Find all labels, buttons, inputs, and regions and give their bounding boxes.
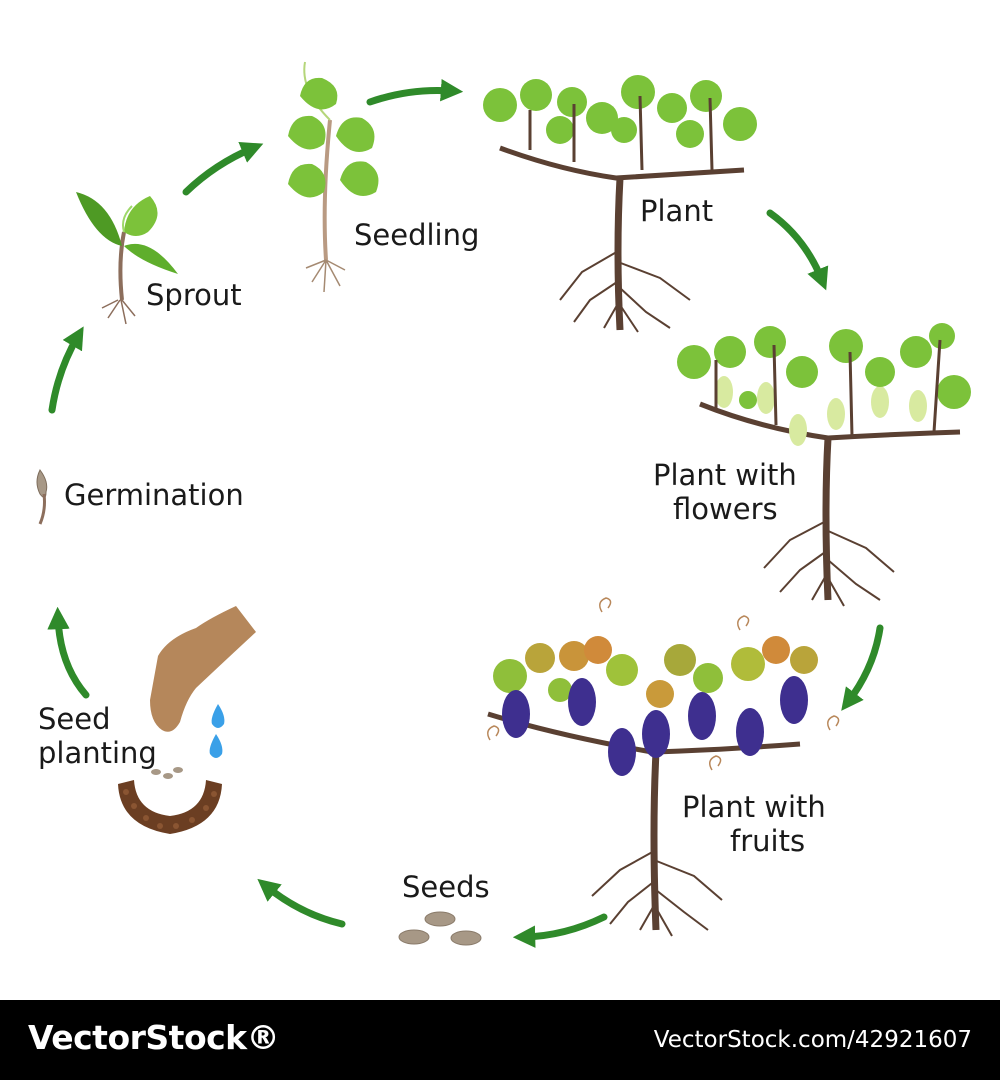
label-seeds: Seeds — [402, 870, 490, 904]
label-plant-text: Plant — [640, 194, 714, 228]
label-germination: Germination — [64, 478, 244, 512]
label-planting-line2: planting — [38, 736, 157, 770]
sprout-plant-icon — [76, 192, 178, 325]
germinating-seed-icon — [36, 469, 48, 525]
arrow-planting-to-germination — [47, 606, 90, 699]
seedling-plant-icon — [288, 61, 379, 293]
label-fruits-line1: Plant with — [682, 790, 826, 824]
soil-icon — [118, 780, 222, 834]
stock-id-text: VectorStock.com/42921607 — [653, 1027, 972, 1053]
flowering-vine-plant-icon — [677, 323, 971, 607]
label-planting-line1: Seed — [38, 702, 111, 736]
seed-planting-illustration — [118, 606, 256, 834]
label-sprout: Sprout — [146, 278, 242, 312]
water-drops-icon — [209, 704, 225, 758]
label-plant-with-flowers: Plant with flowers — [653, 458, 797, 526]
label-plant: Plant — [640, 194, 713, 228]
arrow-seedling-to-plant — [366, 79, 464, 106]
arrow-sprout-to-seedling — [182, 142, 264, 196]
arrow-plant-to-flowers — [766, 209, 829, 291]
arrow-flowers-to-fruits — [841, 624, 884, 711]
cycle-arrows — [47, 79, 884, 948]
arrow-seeds-to-planting — [257, 878, 346, 928]
watermark-footer: VectorStock® VectorStock.com/42921607 — [0, 1000, 1000, 1080]
grape-life-cycle-diagram: Germination Sprout Seedling Plant Plant … — [36, 61, 971, 948]
grape-seeds-icon — [398, 911, 482, 946]
hand-icon — [150, 606, 256, 732]
young-vine-plant-icon — [483, 75, 757, 333]
label-flowers-line1: Plant with — [653, 458, 797, 492]
label-flowers-line2: flowers — [673, 492, 778, 526]
label-plant-with-fruits: Plant with fruits — [682, 790, 826, 858]
diagram-canvas — [36, 61, 971, 948]
arrow-germination-to-sprout — [48, 326, 84, 414]
label-germination-text: Germination — [64, 478, 244, 512]
grape-clusters — [502, 676, 808, 776]
label-sprout-text: Sprout — [146, 278, 242, 312]
label-seedling: Seedling — [354, 218, 479, 252]
label-seedling-text: Seedling — [354, 218, 480, 252]
label-seed-planting: Seed planting — [38, 702, 157, 770]
label-fruits-line2: fruits — [730, 824, 806, 858]
fruiting-vine-plant-icon — [487, 597, 840, 937]
vectorstock-logo: VectorStock® — [28, 1018, 280, 1057]
arrow-fruits-to-seeds — [512, 913, 608, 948]
label-seeds-text: Seeds — [402, 870, 490, 904]
